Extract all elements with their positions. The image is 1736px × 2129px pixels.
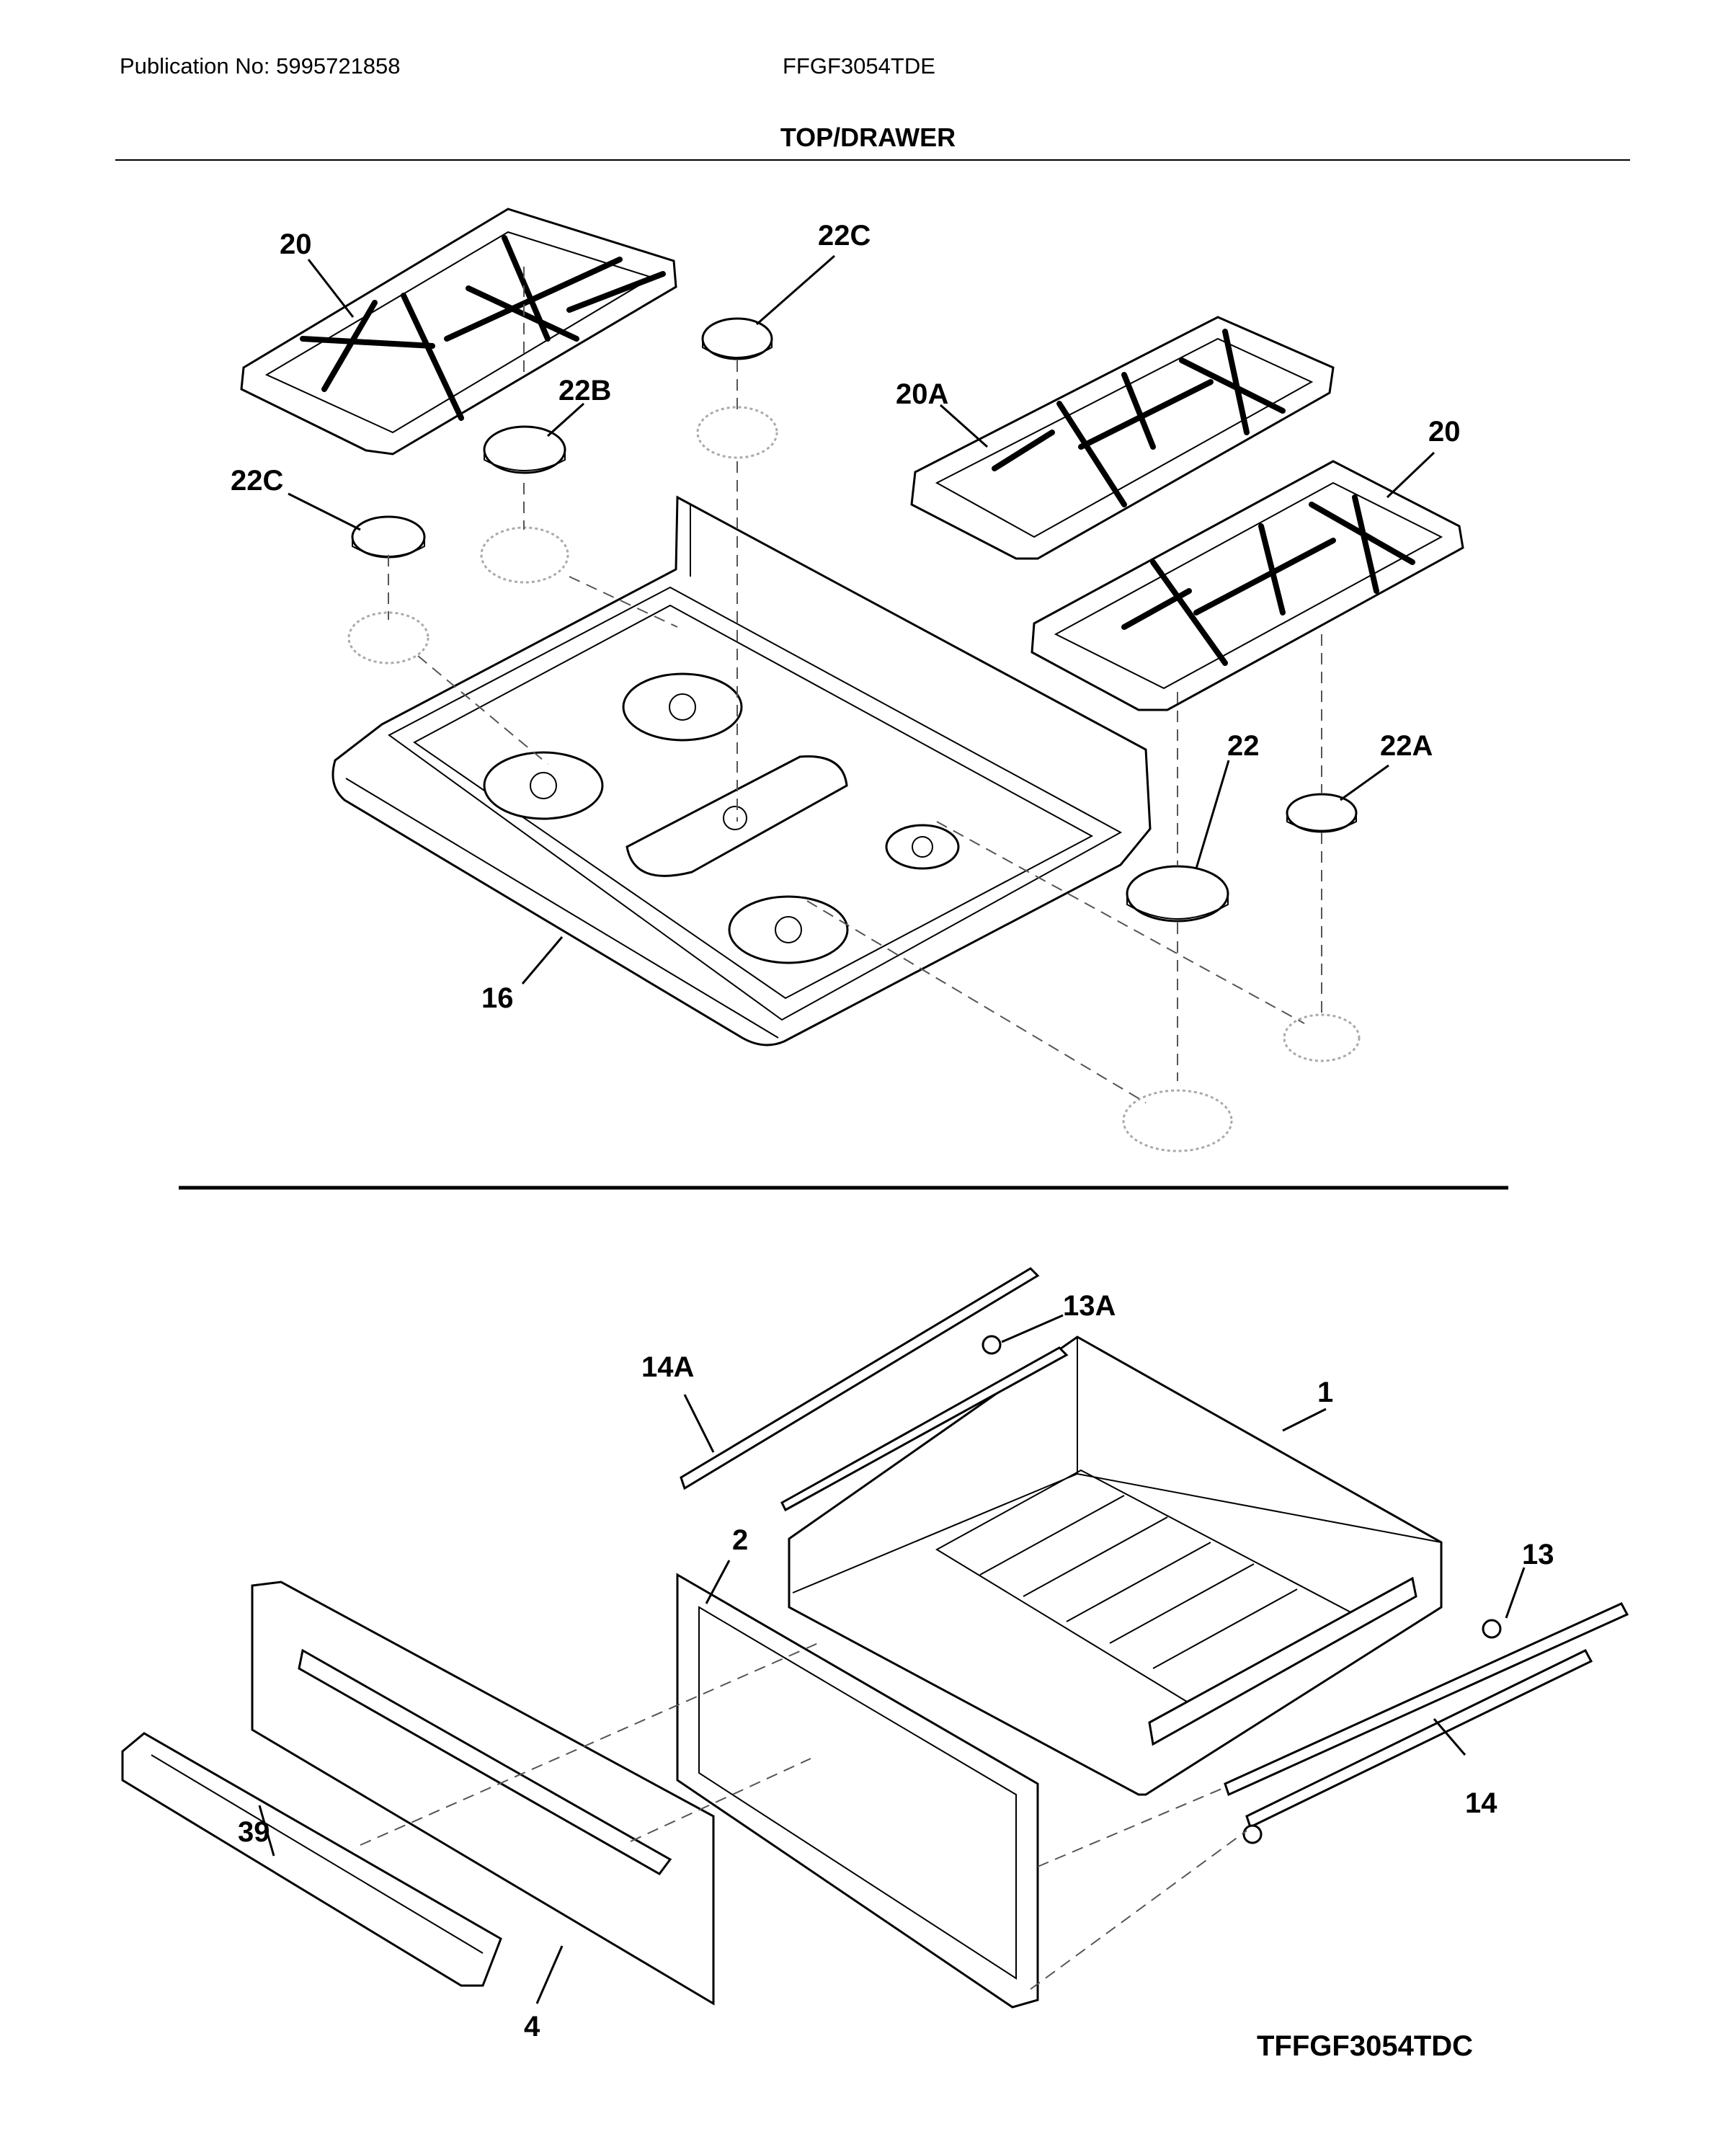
drawer-body xyxy=(788,1335,1443,1796)
callout-14: 14 xyxy=(1465,1787,1497,1819)
callout-1: 1 xyxy=(1317,1377,1333,1408)
callout-14a: 14A xyxy=(641,1351,694,1383)
publication-number: Publication No: 5995721858 xyxy=(120,53,401,79)
leader-lines xyxy=(258,254,1526,2004)
callout-13: 13 xyxy=(1522,1539,1554,1570)
callout-2: 2 xyxy=(732,1524,748,1556)
burner-cap-22c-top xyxy=(701,317,773,360)
cooktop xyxy=(331,495,1152,1046)
callout-22c-top: 22C xyxy=(818,220,871,252)
burner-cap-22 xyxy=(1126,865,1229,923)
burner-cap-22a xyxy=(1286,793,1358,833)
callout-39: 39 xyxy=(238,1816,270,1848)
image-code: TFFGF3054TDC xyxy=(1257,2030,1474,2062)
drawer-front-inner xyxy=(676,1573,1039,2009)
burner-cap-22b xyxy=(483,425,566,474)
burner-cap-22c-left xyxy=(351,515,426,559)
callout-22b: 22B xyxy=(558,375,611,406)
grate-left xyxy=(240,208,677,455)
drawer-handle xyxy=(121,1732,502,1987)
grate-right xyxy=(1031,460,1464,711)
slide-left xyxy=(680,1267,1069,1512)
grate-center xyxy=(910,316,1335,560)
callout-4: 4 xyxy=(524,2011,540,2043)
callout-22c-left: 22C xyxy=(231,465,283,497)
model-number: FFGF3054TDE xyxy=(783,53,935,79)
callout-16: 16 xyxy=(481,982,514,1014)
slide-right xyxy=(1224,1602,1629,1844)
callout-22: 22 xyxy=(1227,730,1260,762)
callout-labels: 20 22C 22B 22C 20A 20 22 22A 16 14A 13A … xyxy=(231,220,1554,2043)
burner-heads xyxy=(347,406,1361,1152)
callout-20a: 20A xyxy=(896,378,948,410)
callout-13a: 13A xyxy=(1063,1290,1116,1322)
section-title: TOP/DRAWER xyxy=(780,123,956,152)
alignment-lines-drawer xyxy=(360,1643,1247,1990)
callout-20-left: 20 xyxy=(280,228,312,260)
drawer-panel xyxy=(251,1581,715,2006)
callout-20-right: 20 xyxy=(1428,416,1461,448)
alignment-lines-top xyxy=(388,267,1322,1103)
callout-22a: 22A xyxy=(1380,730,1433,762)
